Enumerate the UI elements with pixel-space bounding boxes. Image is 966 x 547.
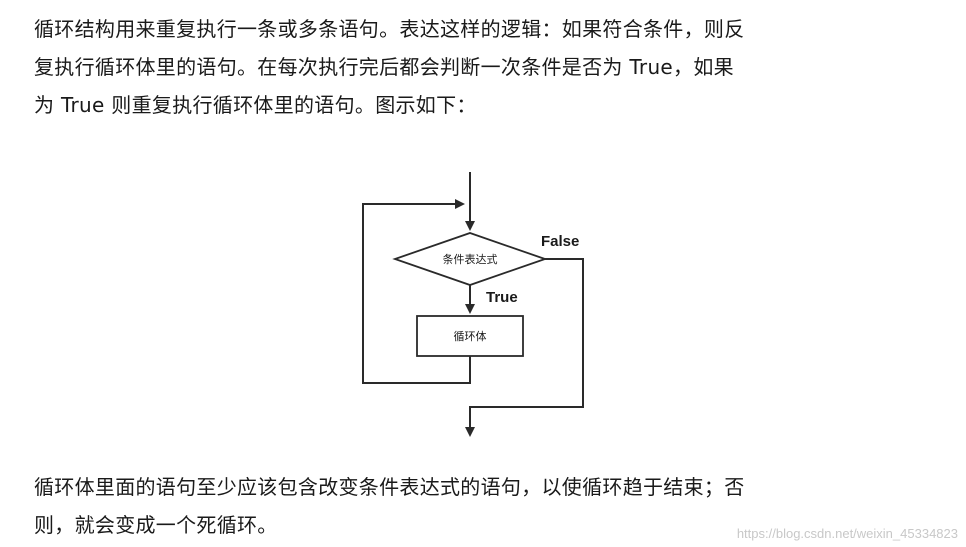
condition-label: 条件表达式 — [443, 252, 498, 266]
intro-line-2: 复执行循环体里的语句。在每次执行完后都会判断一次条件是否为 True，如果 — [34, 55, 734, 79]
loop-body-box — [416, 315, 524, 357]
outro-line-1: 循环体里面的语句至少应该包含改变条件表达式的语句，以使循环趋于结束；否 — [34, 475, 745, 499]
loop-body-label: 循环体 — [454, 329, 487, 343]
outro-line-2: 则，就会变成一个死循环。 — [34, 513, 278, 537]
intro-line-1: 循环结构用来重复执行一条或多条语句。表达这样的逻辑：如果符合条件，则反 — [34, 17, 745, 41]
intro-line-3: 为 True 则重复执行循环体里的语句。图示如下： — [34, 93, 477, 117]
loop-back-path — [362, 199, 471, 384]
false-exit-path — [465, 258, 584, 437]
outro-paragraph: 循环体里面的语句至少应该包含改变条件表达式的语句，以使循环趋于结束；否 则，就会… — [34, 468, 934, 544]
intro-paragraph: 循环结构用来重复执行一条或多条语句。表达这样的逻辑：如果符合条件，则反 复执行循… — [34, 10, 934, 124]
watermark: https://blog.csdn.net/weixin_45334823 — [736, 526, 958, 541]
true-label: True — [486, 289, 518, 306]
false-label: False — [541, 233, 579, 250]
